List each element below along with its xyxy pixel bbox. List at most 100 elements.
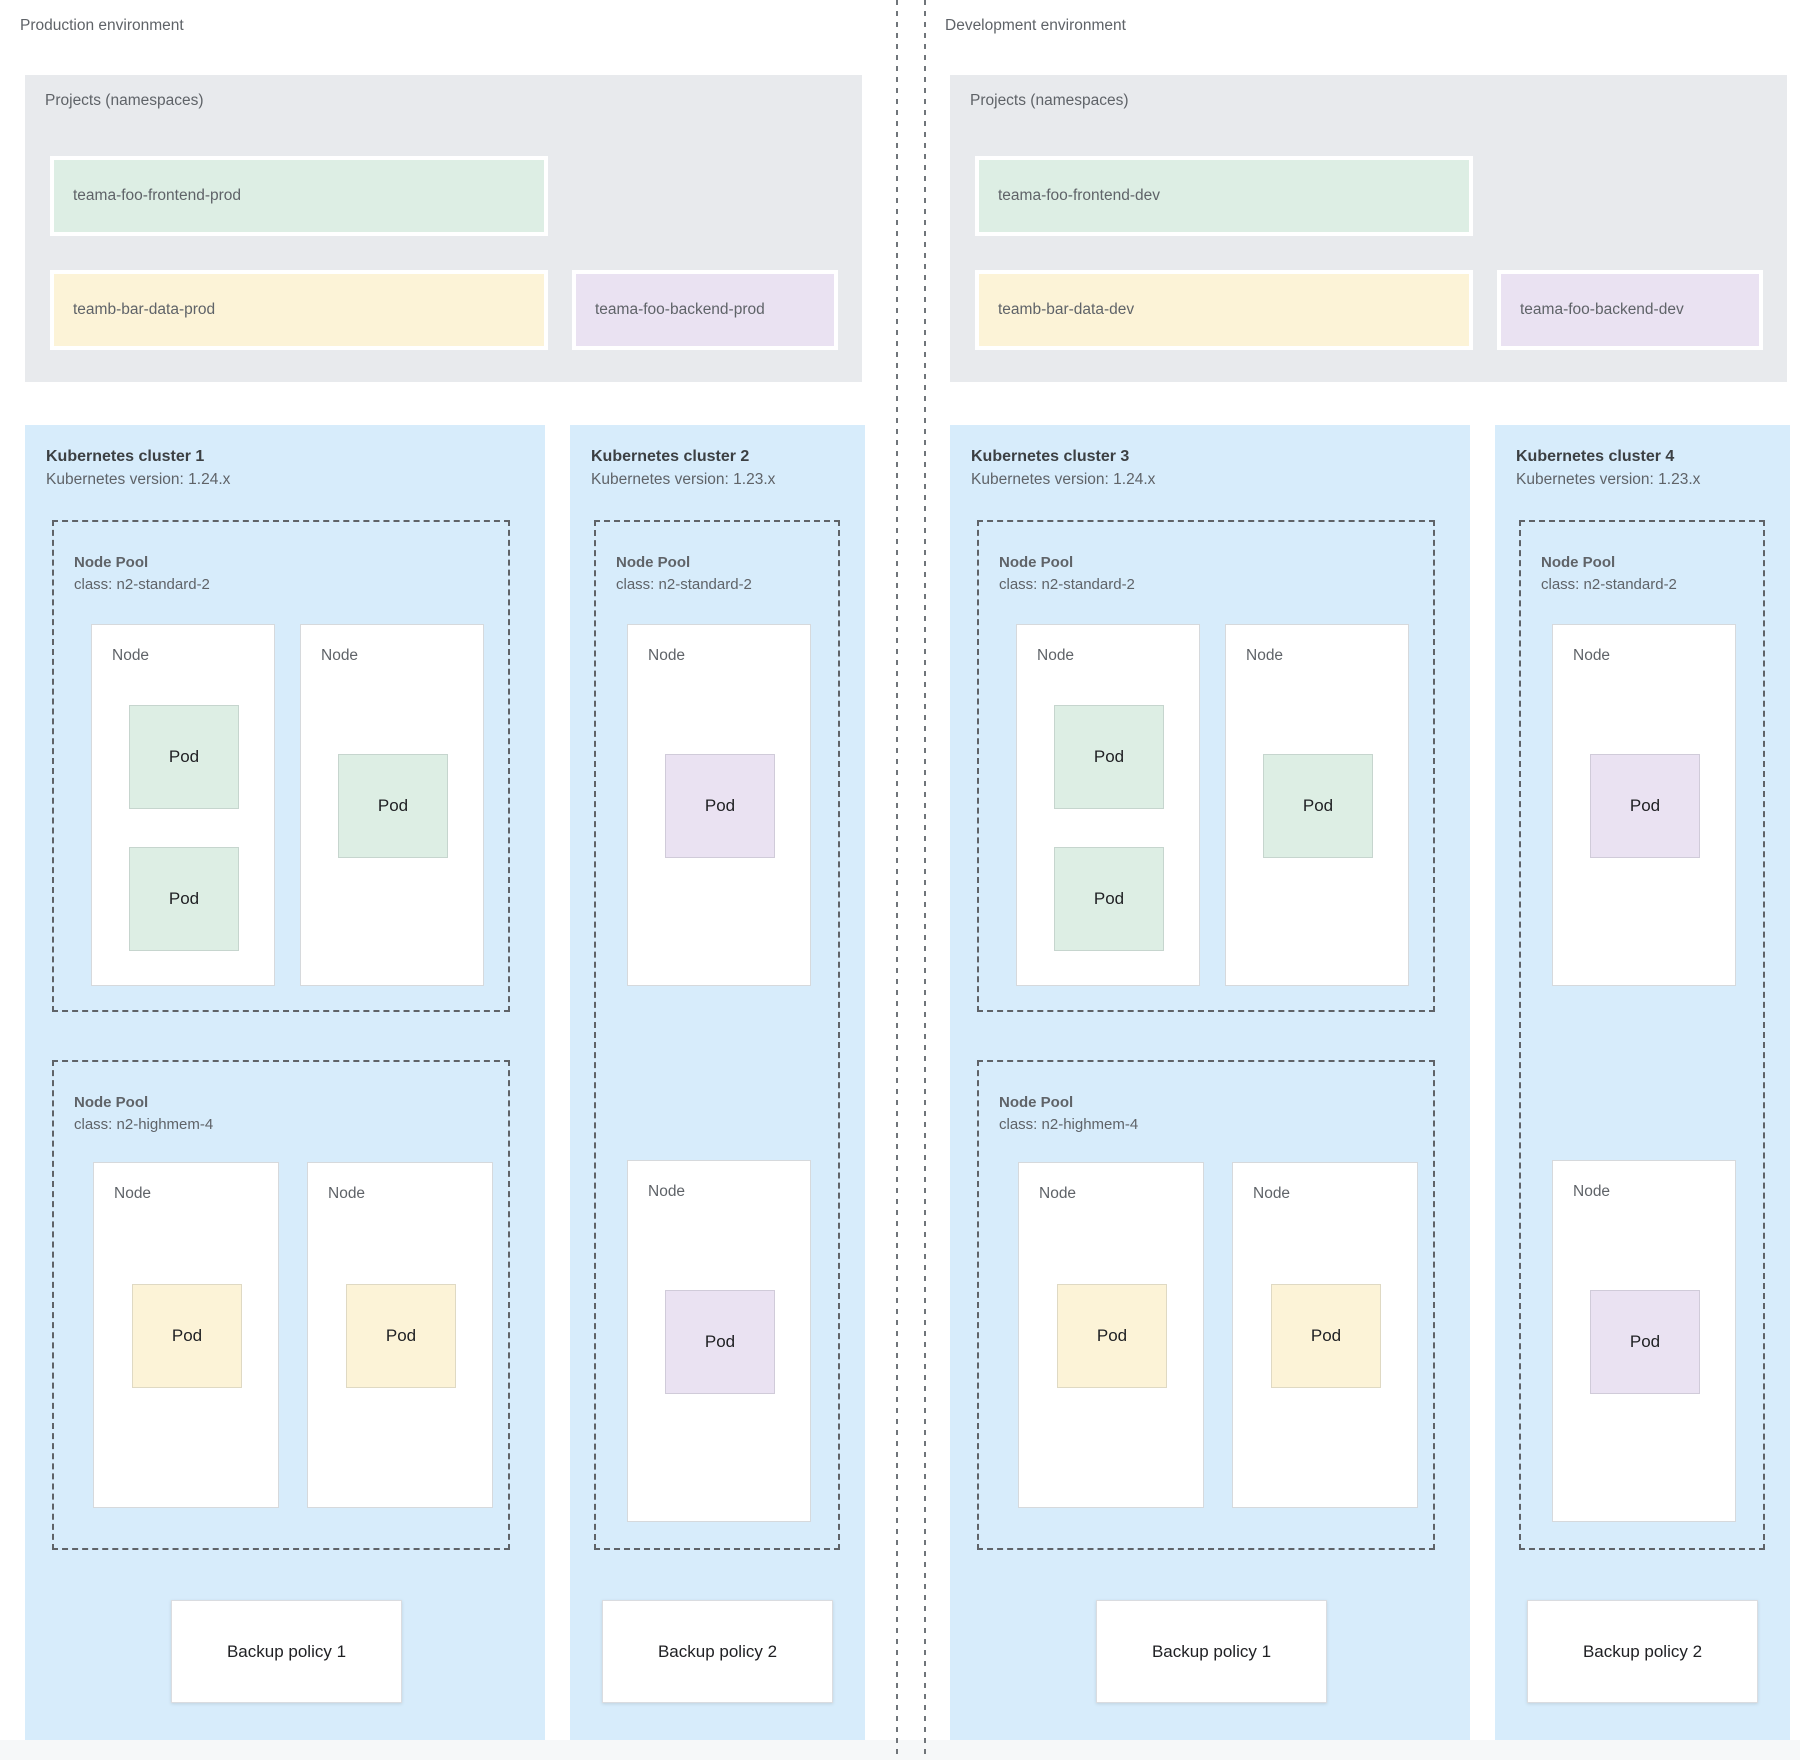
cluster-title: Kubernetes cluster 4 bbox=[1516, 448, 1675, 465]
cluster-version: Kubernetes version: 1.24.x bbox=[971, 471, 1156, 488]
cluster-version: Kubernetes version: 1.23.x bbox=[1516, 471, 1701, 488]
projects-title: Projects (namespaces) bbox=[45, 92, 204, 109]
node-box: Node Pod Pod bbox=[1016, 624, 1200, 986]
cluster-title: Kubernetes cluster 1 bbox=[46, 448, 205, 465]
node-label: Node bbox=[321, 647, 359, 664]
node-pool-title: Node Pool bbox=[74, 1094, 149, 1111]
node-box: Node Pod bbox=[1232, 1162, 1418, 1508]
namespace-teamb-bar-data-dev: teamb-bar-data-dev bbox=[975, 270, 1473, 350]
node-box: Node Pod bbox=[1552, 1160, 1736, 1522]
kubernetes-cluster-4-box: Kubernetes cluster 4 Kubernetes version:… bbox=[1495, 425, 1790, 1740]
cluster-header: Kubernetes cluster 1 Kubernetes version:… bbox=[46, 445, 230, 491]
node-label: Node bbox=[1573, 1183, 1611, 1200]
node-pool-title: Node Pool bbox=[616, 554, 691, 571]
node-pool-header: Node Pool class: n2-standard-2 bbox=[616, 552, 752, 596]
cluster-version: Kubernetes version: 1.23.x bbox=[591, 471, 776, 488]
node-pool-standard: Node Pool class: n2-standard-2 Node Pod … bbox=[977, 520, 1435, 1012]
node-box: Node Pod Pod bbox=[91, 624, 275, 986]
environment-divider-line-left bbox=[896, 0, 898, 1760]
node-pool-header: Node Pool class: n2-standard-2 bbox=[74, 552, 210, 596]
backup-policy-1-box: Backup policy 1 bbox=[1096, 1600, 1327, 1703]
cluster-header: Kubernetes cluster 3 Kubernetes version:… bbox=[971, 445, 1155, 491]
node-label: Node bbox=[1037, 647, 1075, 664]
node-pool-standard: Node Pool class: n2-standard-2 Node Pod … bbox=[52, 520, 510, 1012]
node-pool-class: class: n2-standard-2 bbox=[1541, 576, 1677, 593]
pod-box: Pod bbox=[665, 754, 775, 858]
namespace-label: teama-foo-frontend-prod bbox=[73, 187, 242, 204]
projects-title: Projects (namespaces) bbox=[970, 92, 1129, 109]
node-pool-class: class: n2-standard-2 bbox=[616, 576, 752, 593]
node-box: Node Pod bbox=[93, 1162, 279, 1508]
footer-strip bbox=[0, 1740, 1800, 1760]
node-box: Node Pod bbox=[1225, 624, 1409, 986]
pod-box: Pod bbox=[1590, 1290, 1700, 1394]
node-pool-highmem: Node Pool class: n2-highmem-4 Node Pod N… bbox=[977, 1060, 1435, 1550]
cluster-title: Kubernetes cluster 3 bbox=[971, 448, 1130, 465]
node-box: Node Pod bbox=[1552, 624, 1736, 986]
node-pool-standard: Node Pool class: n2-standard-2 Node Pod … bbox=[594, 520, 840, 1550]
node-pool-class: class: n2-highmem-4 bbox=[74, 1116, 214, 1133]
namespace-teama-foo-frontend-prod: teama-foo-frontend-prod bbox=[50, 156, 548, 236]
production-environment-label: Production environment bbox=[20, 17, 184, 34]
pod-box: Pod bbox=[1263, 754, 1373, 858]
node-pool-class: class: n2-standard-2 bbox=[74, 576, 210, 593]
node-pool-standard: Node Pool class: n2-standard-2 Node Pod … bbox=[1519, 520, 1765, 1550]
node-pool-highmem: Node Pool class: n2-highmem-4 Node Pod N… bbox=[52, 1060, 510, 1550]
pod-box: Pod bbox=[1054, 847, 1164, 951]
pod-box: Pod bbox=[338, 754, 448, 858]
pod-box: Pod bbox=[346, 1284, 456, 1388]
node-box: Node Pod bbox=[1018, 1162, 1204, 1508]
node-box: Node Pod bbox=[627, 1160, 811, 1522]
node-box: Node Pod bbox=[627, 624, 811, 986]
kubernetes-cluster-3-box: Kubernetes cluster 3 Kubernetes version:… bbox=[950, 425, 1470, 1740]
pod-box: Pod bbox=[1271, 1284, 1381, 1388]
pod-box: Pod bbox=[129, 847, 239, 951]
node-pool-header: Node Pool class: n2-highmem-4 bbox=[74, 1092, 213, 1136]
node-pool-header: Node Pool class: n2-standard-2 bbox=[1541, 552, 1677, 596]
node-label: Node bbox=[1253, 1185, 1291, 1202]
pod-box: Pod bbox=[665, 1290, 775, 1394]
node-box: Node Pod bbox=[307, 1162, 493, 1508]
environment-divider-line-right bbox=[924, 0, 926, 1760]
namespace-label: teama-foo-frontend-dev bbox=[998, 187, 1160, 204]
cluster-version: Kubernetes version: 1.24.x bbox=[46, 471, 231, 488]
namespace-teamb-bar-data-prod: teamb-bar-data-prod bbox=[50, 270, 548, 350]
node-pool-title: Node Pool bbox=[999, 1094, 1074, 1111]
backup-policy-1-box: Backup policy 1 bbox=[171, 1600, 402, 1703]
namespace-label: teama-foo-backend-prod bbox=[595, 301, 765, 318]
development-environment-label: Development environment bbox=[945, 17, 1126, 34]
namespace-label: teamb-bar-data-dev bbox=[998, 301, 1135, 318]
node-pool-header: Node Pool class: n2-standard-2 bbox=[999, 552, 1135, 596]
pod-box: Pod bbox=[1054, 705, 1164, 809]
node-pool-header: Node Pool class: n2-highmem-4 bbox=[999, 1092, 1138, 1136]
namespace-teama-foo-backend-dev: teama-foo-backend-dev bbox=[1497, 270, 1763, 350]
backup-policy-2-box: Backup policy 2 bbox=[1527, 1600, 1758, 1703]
node-label: Node bbox=[1246, 647, 1284, 664]
node-label: Node bbox=[648, 1183, 686, 1200]
node-label: Node bbox=[1573, 647, 1611, 664]
namespace-label: teamb-bar-data-prod bbox=[73, 301, 216, 318]
production-projects-box: Projects (namespaces) teama-foo-frontend… bbox=[25, 75, 862, 382]
cluster-header: Kubernetes cluster 4 Kubernetes version:… bbox=[1516, 445, 1700, 491]
node-label: Node bbox=[114, 1185, 152, 1202]
cluster-header: Kubernetes cluster 2 Kubernetes version:… bbox=[591, 445, 775, 491]
node-pool-class: class: n2-standard-2 bbox=[999, 576, 1135, 593]
backup-policy-2-box: Backup policy 2 bbox=[602, 1600, 833, 1703]
node-pool-title: Node Pool bbox=[999, 554, 1074, 571]
pod-box: Pod bbox=[132, 1284, 242, 1388]
namespace-label: teama-foo-backend-dev bbox=[1520, 301, 1684, 318]
node-pool-class: class: n2-highmem-4 bbox=[999, 1116, 1139, 1133]
node-box: Node Pod bbox=[300, 624, 484, 986]
node-label: Node bbox=[328, 1185, 366, 1202]
node-label: Node bbox=[1039, 1185, 1077, 1202]
pod-box: Pod bbox=[1590, 754, 1700, 858]
kubernetes-cluster-2-box: Kubernetes cluster 2 Kubernetes version:… bbox=[570, 425, 865, 1740]
node-pool-title: Node Pool bbox=[74, 554, 149, 571]
cluster-title: Kubernetes cluster 2 bbox=[591, 448, 750, 465]
pod-box: Pod bbox=[129, 705, 239, 809]
node-label: Node bbox=[648, 647, 686, 664]
namespace-teama-foo-frontend-dev: teama-foo-frontend-dev bbox=[975, 156, 1473, 236]
pod-box: Pod bbox=[1057, 1284, 1167, 1388]
node-pool-title: Node Pool bbox=[1541, 554, 1616, 571]
